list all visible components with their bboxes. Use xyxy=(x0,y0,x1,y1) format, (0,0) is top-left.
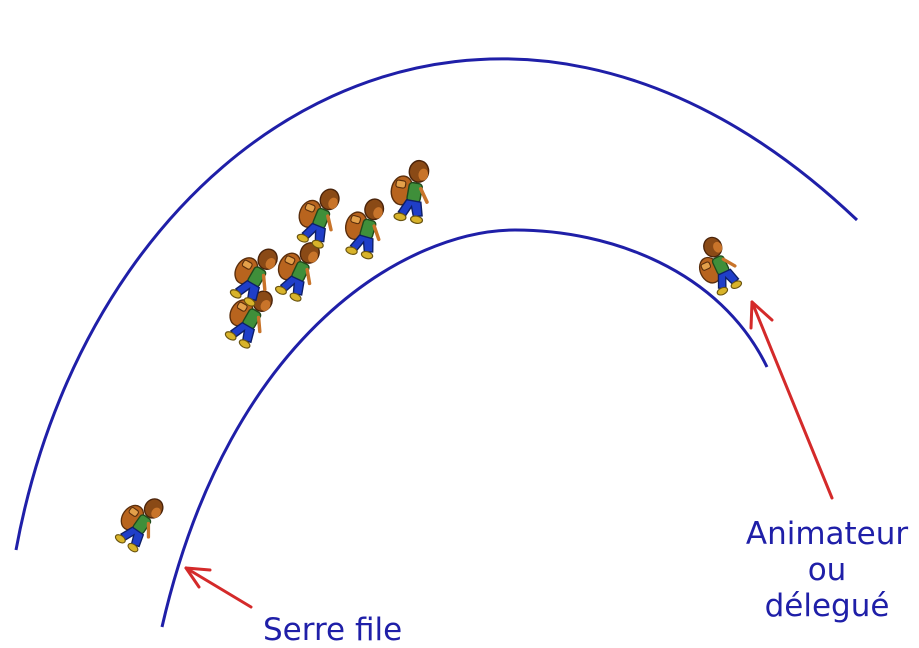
inner-trail-line xyxy=(160,228,769,628)
leader-hiker-icon xyxy=(686,231,746,301)
hiker-icon xyxy=(288,179,347,252)
outer-trail-line xyxy=(14,57,859,551)
rear-guard-label: Serre file xyxy=(263,612,403,648)
leader-label: Animateur ou délegué xyxy=(738,516,916,624)
leader-arrow-icon xyxy=(749,300,834,500)
leader-label-line-2: ou xyxy=(807,552,847,588)
hiker-icon xyxy=(384,154,436,227)
leader-label-line-1: Animateur xyxy=(745,516,909,552)
hiker-icon xyxy=(336,191,391,263)
hiker-group xyxy=(216,154,436,353)
leader-label-line-3: délegué xyxy=(764,588,890,624)
rear-guard-hiker-icon xyxy=(106,486,171,556)
hiker-icon xyxy=(221,237,286,311)
rear-guard-arrow-icon xyxy=(184,566,253,609)
